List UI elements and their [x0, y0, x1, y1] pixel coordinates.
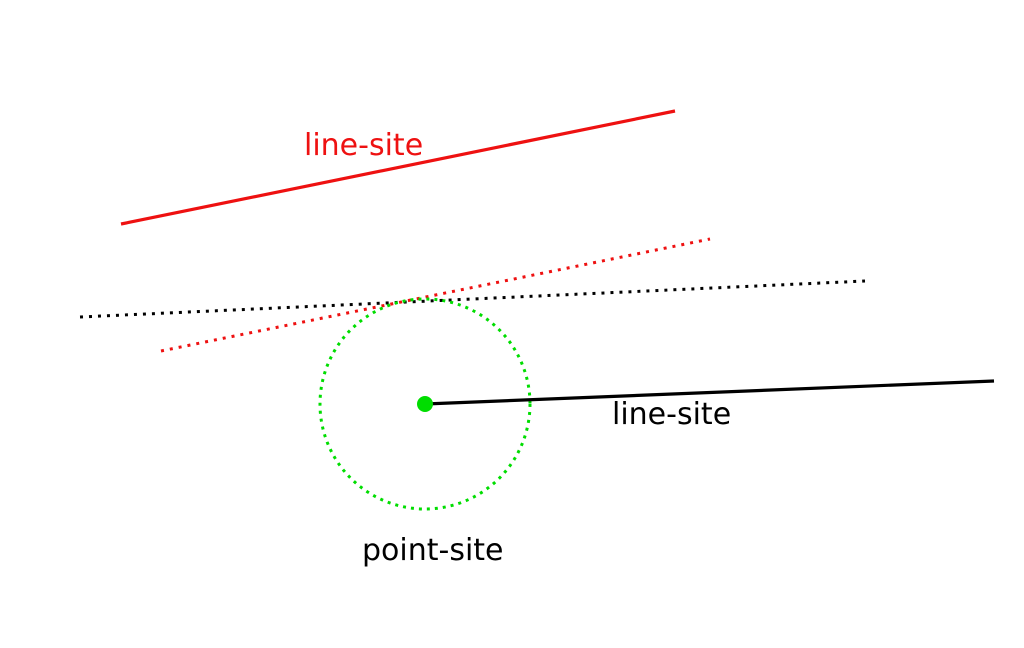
point-site-dot: [417, 396, 433, 412]
green-dotted-circle: [318, 297, 532, 511]
black-line-site-label: line-site: [612, 397, 731, 432]
point-site-label: point-site: [362, 533, 504, 568]
red-line-site-label: line-site: [304, 128, 423, 163]
red-line-site-segment: [120, 109, 676, 226]
black-line-site-segment: [424, 379, 995, 406]
red-dotted-offset-line: [160, 237, 711, 353]
